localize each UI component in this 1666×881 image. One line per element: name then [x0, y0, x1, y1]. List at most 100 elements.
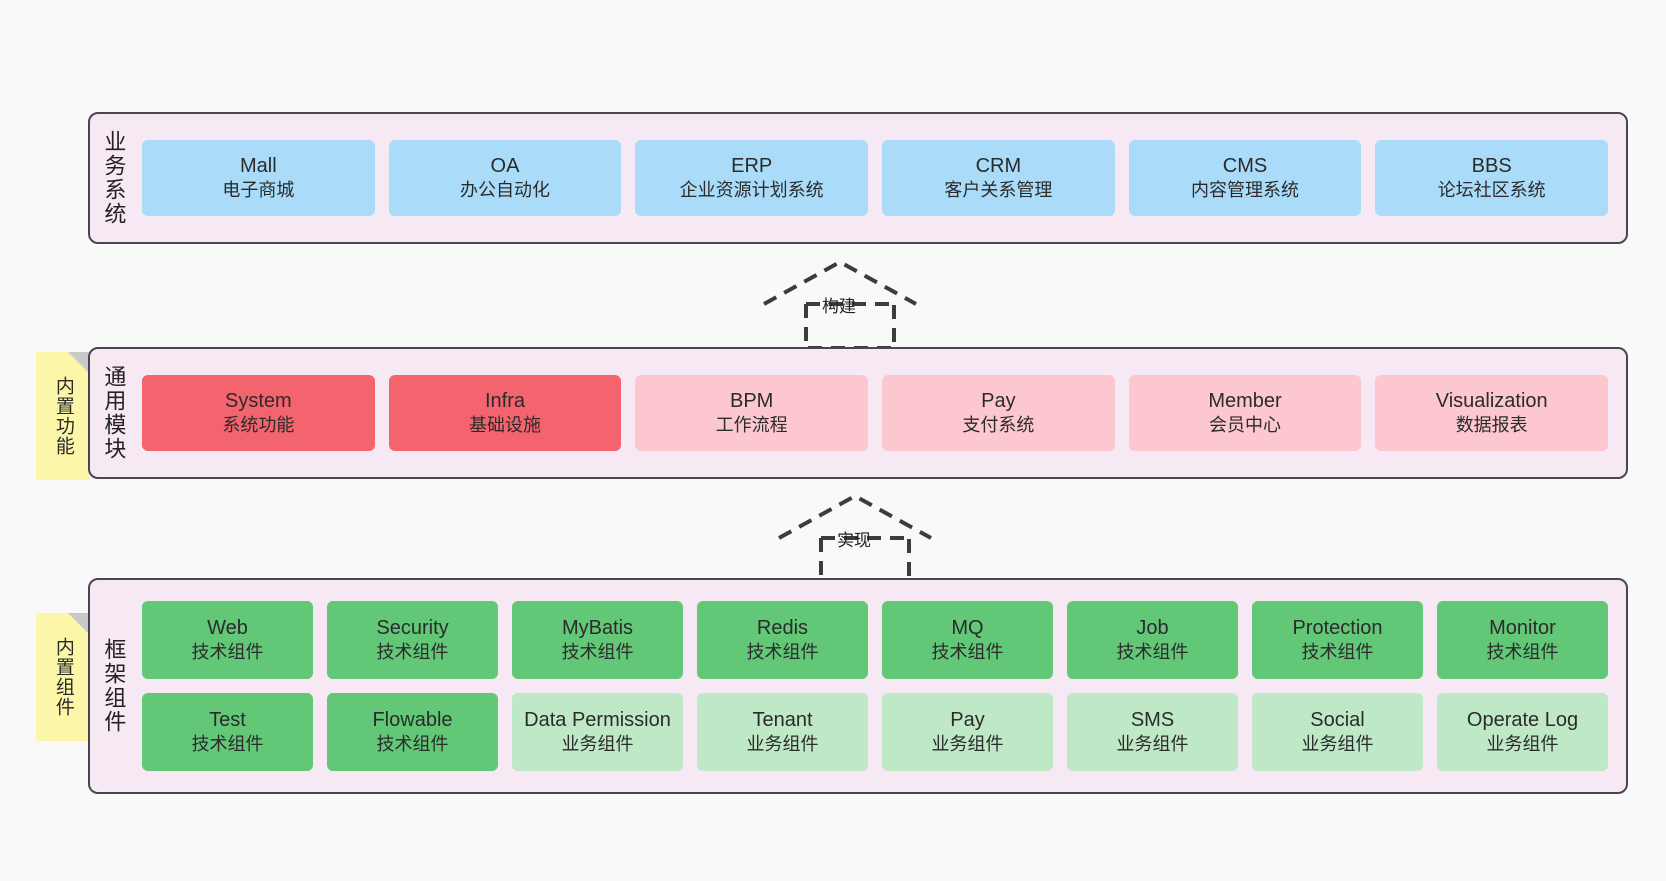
card-pay-business[interactable]: Pay 业务组件	[882, 693, 1053, 771]
page-fold-icon	[68, 613, 90, 635]
card-system[interactable]: System 系统功能	[142, 375, 375, 451]
card-title: Test	[209, 709, 246, 732]
generalization-arrow-icon	[763, 259, 917, 350]
card-subtitle: 企业资源计划系统	[679, 180, 824, 201]
card-subtitle: 基础设施	[469, 415, 541, 436]
layer-common-module: 通用模块 System 系统功能 Infra 基础设施 BPM 工作流程 Pay…	[88, 347, 1628, 479]
card-redis[interactable]: Redis 技术组件	[697, 601, 868, 679]
card-subtitle: 技术组件	[746, 642, 819, 663]
card-subtitle: 技术组件	[931, 642, 1004, 663]
card-subtitle: 技术组件	[1116, 642, 1189, 663]
card-title: MQ	[951, 617, 984, 640]
layer-body-framework-component: Web 技术组件 Security 技术组件 MyBatis 技术组件 Redi…	[136, 580, 1626, 792]
card-title: BPM	[730, 390, 774, 413]
card-title: CRM	[975, 155, 1022, 178]
connector-label-build: 构建	[822, 297, 856, 316]
card-operate-log[interactable]: Operate Log 业务组件	[1437, 693, 1608, 771]
connector-realize: 实现	[775, 490, 935, 586]
card-visualization[interactable]: Visualization 数据报表	[1375, 375, 1609, 451]
card-subtitle: 技术组件	[1301, 642, 1374, 663]
card-subtitle: 支付系统	[962, 415, 1035, 436]
card-row: Web 技术组件 Security 技术组件 MyBatis 技术组件 Redi…	[142, 601, 1608, 679]
card-title: System	[224, 390, 292, 413]
card-social[interactable]: Social 业务组件	[1252, 693, 1423, 771]
card-subtitle: 业务组件	[561, 734, 634, 755]
connector-build: 构建	[760, 256, 920, 352]
card-pay[interactable]: Pay 支付系统	[882, 375, 1115, 451]
card-member[interactable]: Member 会员中心	[1128, 375, 1362, 451]
card-mall[interactable]: Mall 电子商城	[142, 140, 375, 216]
card-title: Security	[376, 617, 449, 640]
card-title: CMS	[1222, 155, 1268, 178]
card-job[interactable]: Job 技术组件	[1067, 601, 1238, 679]
card-subtitle: 业务组件	[1301, 734, 1374, 755]
card-title: Member	[1208, 390, 1282, 413]
card-subtitle: 技术组件	[376, 642, 449, 663]
card-crm[interactable]: CRM 客户关系管理	[882, 140, 1115, 216]
card-subtitle: 电子商城	[222, 180, 295, 201]
card-title: Web	[207, 617, 248, 640]
sticky-note-label: 内置组件	[52, 637, 74, 717]
card-title: OA	[490, 155, 520, 178]
card-subtitle: 数据报表	[1455, 415, 1528, 436]
card-monitor[interactable]: Monitor 技术组件	[1437, 601, 1608, 679]
card-cms[interactable]: CMS 内容管理系统	[1128, 140, 1362, 216]
sticky-note-label: 内置功能	[52, 376, 74, 456]
card-oa[interactable]: OA 办公自动化	[388, 140, 622, 216]
card-title: Redis	[756, 617, 809, 640]
card-bbs[interactable]: BBS 论坛社区系统	[1375, 140, 1609, 216]
card-title: Monitor	[1489, 617, 1556, 640]
card-title: Pay	[981, 390, 1016, 413]
card-protection[interactable]: Protection 技术组件	[1252, 601, 1423, 679]
card-subtitle: 系统功能	[222, 415, 295, 436]
sticky-note-builtin-function: 内置功能	[36, 352, 90, 480]
card-title: Job	[1136, 617, 1169, 640]
card-subtitle: 业务组件	[931, 734, 1004, 755]
card-subtitle: 技术组件	[561, 642, 634, 663]
card-title: BBS	[1471, 155, 1512, 178]
card-subtitle: 办公自动化	[460, 180, 550, 201]
card-title: Pay	[950, 709, 985, 732]
card-subtitle: 业务组件	[1116, 734, 1189, 755]
card-row: Mall 电子商城 OA 办公自动化 ERP 企业资源计划系统 CRM 客户关系…	[142, 140, 1609, 216]
card-data-permission[interactable]: Data Permission 业务组件	[512, 693, 683, 771]
card-row: Test 技术组件 Flowable 技术组件 Data Permission …	[142, 693, 1608, 771]
card-security[interactable]: Security 技术组件	[327, 601, 498, 679]
card-sms[interactable]: SMS 业务组件	[1067, 693, 1238, 771]
card-title: Tenant	[752, 709, 813, 732]
sticky-note-builtin-component: 内置组件	[36, 613, 90, 741]
card-title: Operate Log	[1466, 709, 1579, 732]
card-mybatis[interactable]: MyBatis 技术组件	[512, 601, 683, 679]
card-subtitle: 业务组件	[1486, 734, 1559, 755]
card-bpm[interactable]: BPM 工作流程	[635, 375, 869, 451]
card-test[interactable]: Test 技术组件	[142, 693, 313, 771]
card-subtitle: 论坛社区系统	[1437, 180, 1546, 201]
card-title: Flowable	[372, 709, 453, 732]
card-web[interactable]: Web 技术组件	[142, 601, 313, 679]
card-row: System 系统功能 Infra 基础设施 BPM 工作流程 Pay 支付系统…	[142, 375, 1609, 451]
card-erp[interactable]: ERP 企业资源计划系统	[635, 140, 869, 216]
connector-label-realize: 实现	[837, 531, 871, 550]
card-title: Mall	[240, 155, 277, 178]
card-title: SMS	[1130, 709, 1175, 732]
card-subtitle: 业务组件	[746, 734, 819, 755]
card-title: ERP	[731, 155, 773, 178]
card-subtitle: 客户关系管理	[944, 180, 1053, 201]
card-subtitle: 会员中心	[1209, 415, 1282, 436]
layer-title-framework-component: 框架组件	[101, 638, 127, 734]
card-mq[interactable]: MQ 技术组件	[882, 601, 1053, 679]
card-title: Data Permission	[524, 709, 671, 732]
layer-framework-component: 框架组件 Web 技术组件 Security 技术组件 MyBatis 技术组件…	[88, 578, 1628, 794]
layer-body-common-module: System 系统功能 Infra 基础设施 BPM 工作流程 Pay 支付系统…	[136, 349, 1626, 477]
layer-title-common-module: 通用模块	[101, 365, 127, 461]
card-subtitle: 技术组件	[191, 734, 264, 755]
card-title: MyBatis	[561, 617, 634, 640]
layer-body-business-system: Mall 电子商城 OA 办公自动化 ERP 企业资源计划系统 CRM 客户关系…	[136, 114, 1626, 242]
layer-title-business-system: 业务系统	[101, 130, 127, 226]
page-fold-icon	[68, 352, 90, 374]
layer-business-system: 业务系统 Mall 电子商城 OA 办公自动化 ERP 企业资源计划系统 CRM…	[88, 112, 1628, 244]
card-infra[interactable]: Infra 基础设施	[388, 375, 622, 451]
card-tenant[interactable]: Tenant 业务组件	[697, 693, 868, 771]
card-flowable[interactable]: Flowable 技术组件	[327, 693, 498, 771]
card-subtitle: 内容管理系统	[1191, 180, 1300, 201]
